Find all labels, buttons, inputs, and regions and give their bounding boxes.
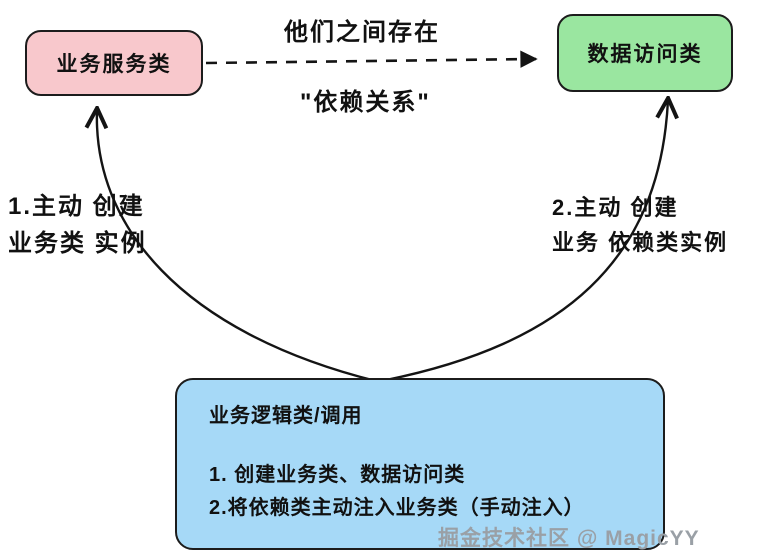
right-note-line-1: 2.主动 创建 [552, 195, 679, 220]
node-business-logic: 业务逻辑类/调用 1. 创建业务类、数据访问类 2.将依赖类主动注入业务类（手动… [175, 378, 665, 550]
relation-label-top: 他们之间存在 [284, 19, 440, 46]
relation-label-bottom: "依赖关系" [300, 89, 431, 116]
right-note-line-2: 业务 依赖类实例 [552, 230, 729, 256]
node-business-logic-line-2: 2.将依赖类主动注入业务类（手动注入） [209, 497, 585, 519]
node-business-logic-title: 业务逻辑类/调用 [209, 405, 363, 427]
node-business-logic-line-1: 1. 创建业务类、数据访问类 [209, 464, 466, 486]
watermark: 掘金技术社区 @ MagicYY [438, 527, 700, 550]
dependency-dashed-arrow [205, 50, 538, 68]
node-business-service-label: 业务服务类 [56, 53, 172, 76]
node-data-access-label: 数据访问类 [587, 43, 703, 66]
left-note: 1.主动 创建 业务类 实例 [8, 188, 147, 262]
node-business-service: 业务服务类 [25, 30, 203, 96]
node-data-access: 数据访问类 [557, 14, 733, 92]
left-note-line-2: 业务类 实例 [8, 230, 147, 258]
left-note-line-1: 1.主动 创建 [8, 193, 145, 220]
right-note: 2.主动 创建 业务 依赖类实例 [552, 190, 728, 260]
